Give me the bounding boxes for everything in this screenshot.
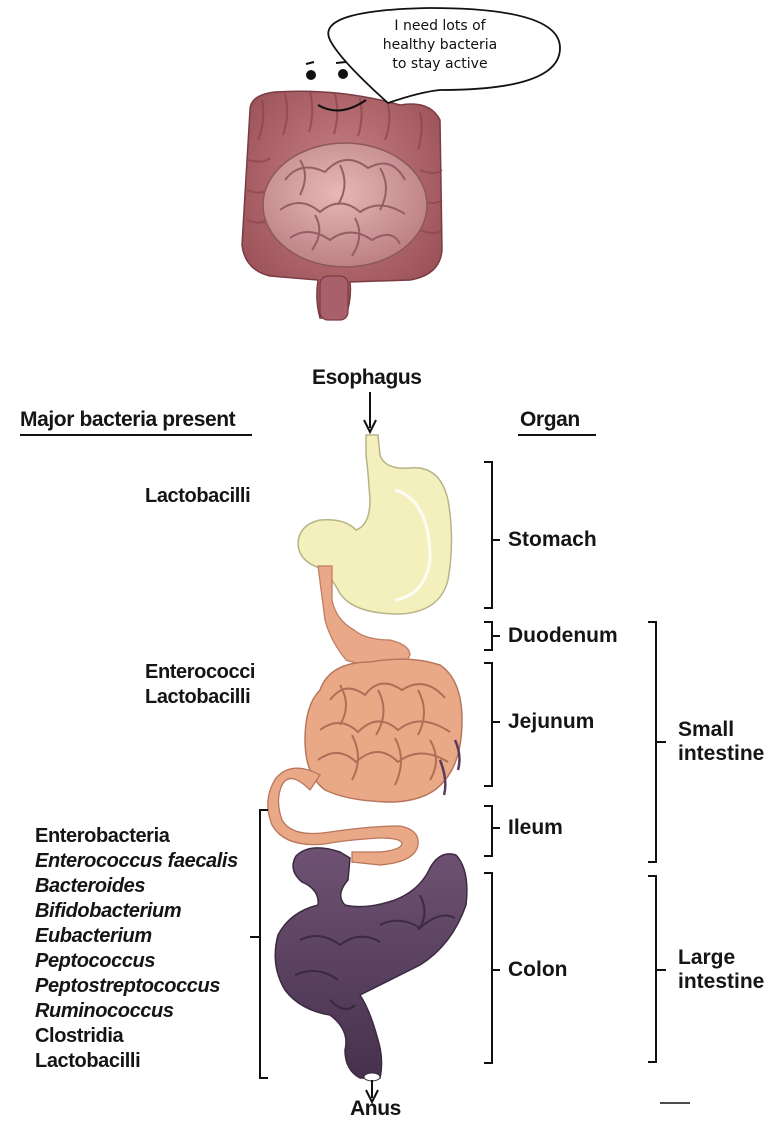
stomach-label: Stomach xyxy=(508,528,597,552)
bacteria-item: Lactobacilli xyxy=(145,484,250,509)
bacteria-item: Bacteroides xyxy=(35,874,238,899)
bubble-line-3: to stay active xyxy=(360,55,520,74)
colon-bacteria: Enterobacteria Enterococcus faecalis Bac… xyxy=(35,824,238,1074)
colon-label: Colon xyxy=(508,958,567,982)
jejunum-bracket xyxy=(484,663,500,786)
ileum-label: Ileum xyxy=(508,816,563,840)
small-intestine-shape xyxy=(268,566,462,865)
large-intestine-label-line-2: intestine xyxy=(678,970,764,994)
bacteria-item: Peptostreptococcus xyxy=(35,974,238,999)
small-intestine-label-line-1: Small xyxy=(678,718,764,742)
anus-label: Anus xyxy=(350,1097,401,1121)
large-intestine-bracket xyxy=(648,876,666,1062)
small-intestine-label-line-2: intestine xyxy=(678,742,764,766)
right-header: Organ xyxy=(520,408,580,432)
bacteria-item: Clostridia xyxy=(35,1024,238,1049)
bacteria-item: Bifidobacterium xyxy=(35,899,238,924)
colon-bracket xyxy=(484,873,500,1063)
ileum-bracket xyxy=(484,806,500,856)
large-intestine-label: Large intestine xyxy=(678,946,764,994)
duodenum-bracket xyxy=(484,622,500,650)
bubble-line-1: I need lots of xyxy=(360,17,520,36)
large-intestine-label-line-1: Large xyxy=(678,946,764,970)
small-intestine-bacteria: Enterococci Lactobacilli xyxy=(145,660,255,710)
colon-shape xyxy=(275,848,467,1081)
small-intestine-label: Small intestine xyxy=(678,718,764,766)
bubble-line-2: healthy bacteria xyxy=(360,36,520,55)
esophagus-label: Esophagus xyxy=(312,366,422,390)
bacteria-item: Enterobacteria xyxy=(35,824,238,849)
bacteria-item: Enterococcus faecalis xyxy=(35,849,238,874)
small-intestine-bracket xyxy=(648,622,666,862)
left-header: Major bacteria present xyxy=(20,408,235,432)
bacteria-item: Peptococcus xyxy=(35,949,238,974)
bacteria-item: Lactobacilli xyxy=(35,1049,238,1074)
duodenum-label: Duodenum xyxy=(508,624,618,648)
bacteria-item: Ruminococcus xyxy=(35,999,238,1024)
speech-bubble-text: I need lots of healthy bacteria to stay … xyxy=(360,17,520,74)
cartoon-intestine xyxy=(242,91,442,320)
bacteria-item: Enterococci xyxy=(145,660,255,685)
esophagus-arrow xyxy=(364,392,376,432)
bacteria-item: Eubacterium xyxy=(35,924,238,949)
jejunum-label: Jejunum xyxy=(508,710,594,734)
bacteria-item: Lactobacilli xyxy=(145,685,255,710)
stomach-bracket xyxy=(484,462,500,608)
bacteria-bracket xyxy=(250,810,268,1078)
stomach-bacteria: Lactobacilli xyxy=(145,484,250,509)
